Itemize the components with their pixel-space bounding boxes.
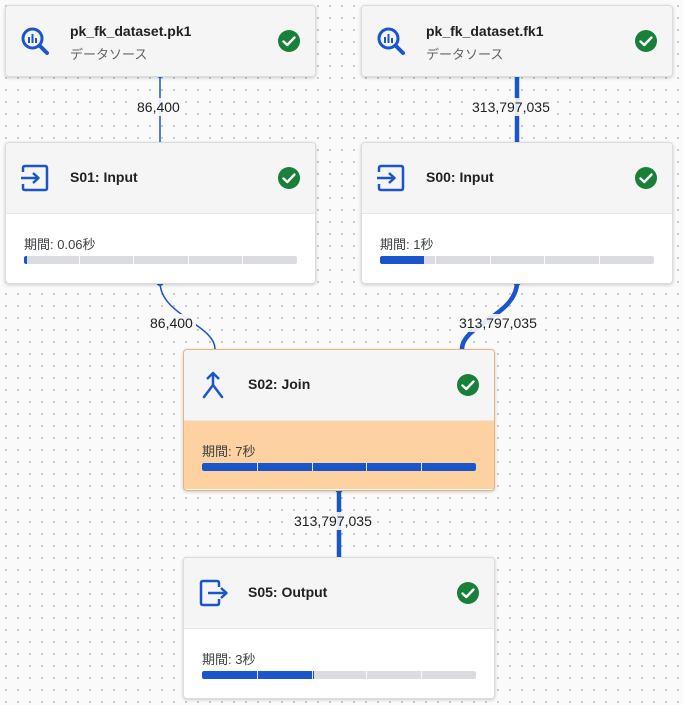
bigquery-search-icon — [377, 27, 405, 55]
node-stage-s01[interactable]: S01: Input 期間: 0.06秒 — [5, 142, 316, 284]
duration-label: 期間: 0.06秒 — [24, 237, 96, 252]
node-header: pk_fk_dataset.pk1 データソース — [6, 6, 315, 76]
duration-bar-divider — [599, 256, 601, 264]
node-header: S05: Output — [184, 558, 494, 629]
duration-bar-divider — [311, 463, 313, 471]
bigquery-search-icon — [21, 27, 49, 55]
check-circle-icon — [635, 167, 657, 189]
check-circle-icon — [635, 30, 657, 52]
edge-label-s00-s02: 313,797,035 — [456, 314, 540, 332]
duration-label: 期間: 1秒 — [380, 237, 434, 252]
output-icon — [199, 579, 228, 607]
node-title: S02: Join — [248, 376, 311, 392]
duration-bar — [202, 671, 476, 679]
duration-bar-divider — [256, 463, 258, 471]
duration-bar-fill — [202, 671, 315, 679]
node-body: 期間: 0.06秒 — [6, 214, 315, 282]
duration-bar-fill — [380, 256, 424, 264]
duration-bar-divider — [366, 463, 368, 471]
duration-bar-divider — [256, 671, 258, 679]
node-body: 期間: 7秒 — [184, 421, 494, 489]
duration-bar-fill — [202, 463, 476, 471]
node-title: S00: Input — [426, 169, 494, 185]
node-title: S01: Input — [70, 169, 138, 185]
node-header: pk_fk_dataset.fk1 データソース — [362, 6, 672, 76]
node-subtitle: データソース — [70, 47, 148, 62]
check-circle-icon — [457, 374, 479, 396]
edge-label-s02-s05: 313,797,035 — [291, 512, 375, 530]
input-icon — [377, 164, 405, 192]
duration-bar-divider — [544, 256, 546, 264]
duration-bar-divider — [421, 671, 423, 679]
duration-bar-divider — [242, 256, 244, 264]
node-subtitle: データソース — [426, 47, 504, 62]
node-body: 期間: 3秒 — [184, 629, 494, 697]
duration-label: 期間: 7秒 — [202, 444, 256, 459]
check-circle-icon — [278, 30, 300, 52]
node-header: S02: Join — [184, 350, 494, 421]
duration-bar — [202, 463, 476, 471]
check-circle-icon — [278, 167, 300, 189]
edge-label-pk1-s01: 86,400 — [134, 98, 183, 116]
node-source-fk1[interactable]: pk_fk_dataset.fk1 データソース — [361, 5, 673, 77]
duration-label: 期間: 3秒 — [202, 652, 256, 667]
node-body: 期間: 1秒 — [362, 214, 672, 282]
duration-bar-divider — [133, 256, 135, 264]
duration-bar-divider — [421, 463, 423, 471]
duration-bar-divider — [366, 671, 368, 679]
duration-bar-divider — [311, 671, 313, 679]
node-title: pk_fk_dataset.pk1 — [70, 23, 192, 39]
duration-bar — [24, 256, 297, 264]
duration-bar-divider — [187, 256, 189, 264]
duration-bar — [380, 256, 654, 264]
node-header: S00: Input — [362, 143, 672, 214]
duration-bar-divider — [489, 256, 491, 264]
duration-bar-divider — [434, 256, 436, 264]
duration-bar-fill — [24, 256, 27, 264]
edge-label-fk1-s00: 313,797,035 — [469, 98, 553, 116]
node-title: pk_fk_dataset.fk1 — [426, 23, 544, 39]
node-title: S05: Output — [248, 584, 328, 600]
node-stage-s02[interactable]: S02: Join 期間: 7秒 — [183, 349, 495, 491]
input-icon — [21, 164, 49, 192]
node-source-pk1[interactable]: pk_fk_dataset.pk1 データソース — [5, 5, 316, 77]
duration-bar-divider — [78, 256, 80, 264]
edge-label-s01-s02: 86,400 — [147, 314, 196, 332]
node-stage-s00[interactable]: S00: Input 期間: 1秒 — [361, 142, 673, 284]
node-stage-s05[interactable]: S05: Output 期間: 3秒 — [183, 557, 495, 699]
check-circle-icon — [457, 582, 479, 604]
node-header: S01: Input — [6, 143, 315, 214]
join-icon — [202, 371, 224, 399]
